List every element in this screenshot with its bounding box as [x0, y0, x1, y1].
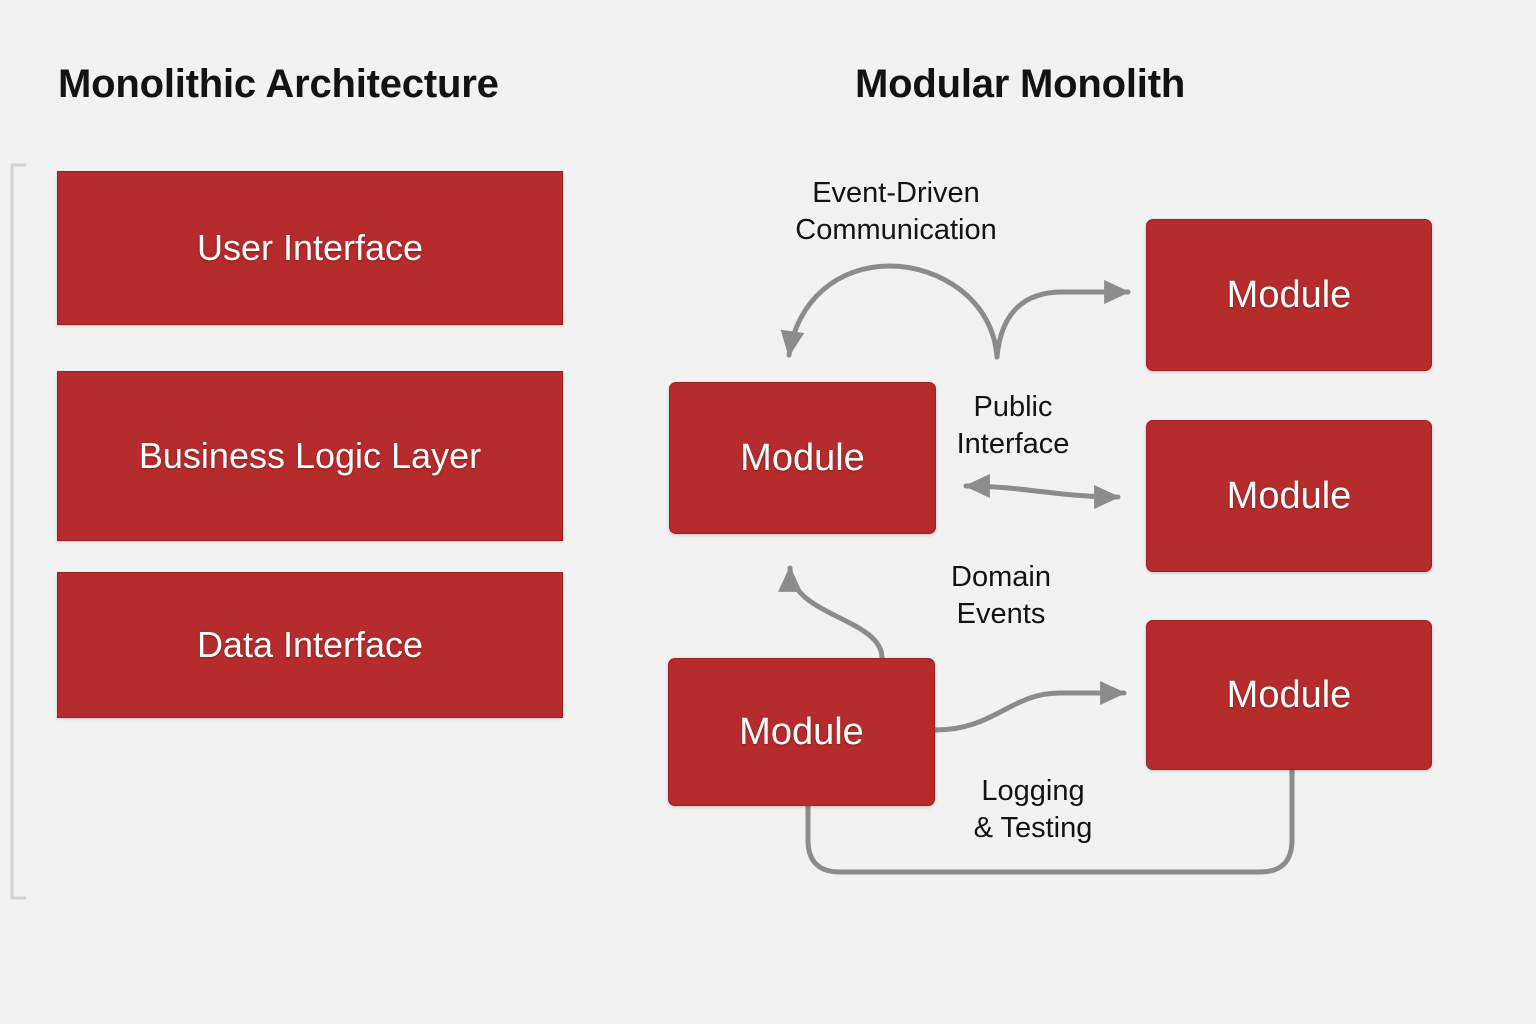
module-label: Module	[1226, 474, 1352, 517]
domain-events-arrow	[778, 565, 885, 661]
layer-box-user-interface[interactable]: User Interface	[57, 171, 563, 325]
layer-box-business-logic-layer[interactable]: Business Logic Layer	[57, 371, 563, 541]
layer-label: Business Logic Layer	[138, 435, 482, 477]
module-center-left[interactable]: Module	[669, 382, 936, 534]
event-fanout-left-arrow	[780, 263, 1000, 360]
module-label: Module	[739, 710, 864, 753]
logging-arrow	[932, 681, 1127, 733]
public-interface-bidirectional-arrow	[963, 474, 1121, 509]
event-fanout-right-arrow	[994, 280, 1131, 360]
module-label: Module	[1226, 273, 1352, 316]
edge-label-public-interface: Public Interface	[956, 391, 1070, 461]
module-label: Module	[740, 436, 865, 479]
modular-monolith-title: Modular Monolith	[855, 62, 1186, 106]
monolithic-architecture-title: Monolithic Architecture	[58, 62, 499, 106]
left-brace-bracket	[10, 163, 26, 900]
module-bottom-left[interactable]: Module	[668, 658, 935, 806]
module-top-right[interactable]: Module	[1146, 219, 1432, 371]
edge-label-event-driven-communication: Event-Driven Communication	[795, 177, 997, 247]
layer-label: Data Interface	[196, 624, 424, 666]
edge-label-domain-events: Domain Events	[951, 561, 1051, 631]
module-middle-right[interactable]: Module	[1146, 420, 1432, 572]
layer-label: User Interface	[196, 227, 424, 269]
module-bottom-right[interactable]: Module	[1146, 620, 1432, 770]
module-label: Module	[1226, 673, 1352, 716]
edge-label-logging-and-testing: Logging & Testing	[973, 775, 1093, 845]
layer-box-data-interface[interactable]: Data Interface	[57, 572, 563, 718]
